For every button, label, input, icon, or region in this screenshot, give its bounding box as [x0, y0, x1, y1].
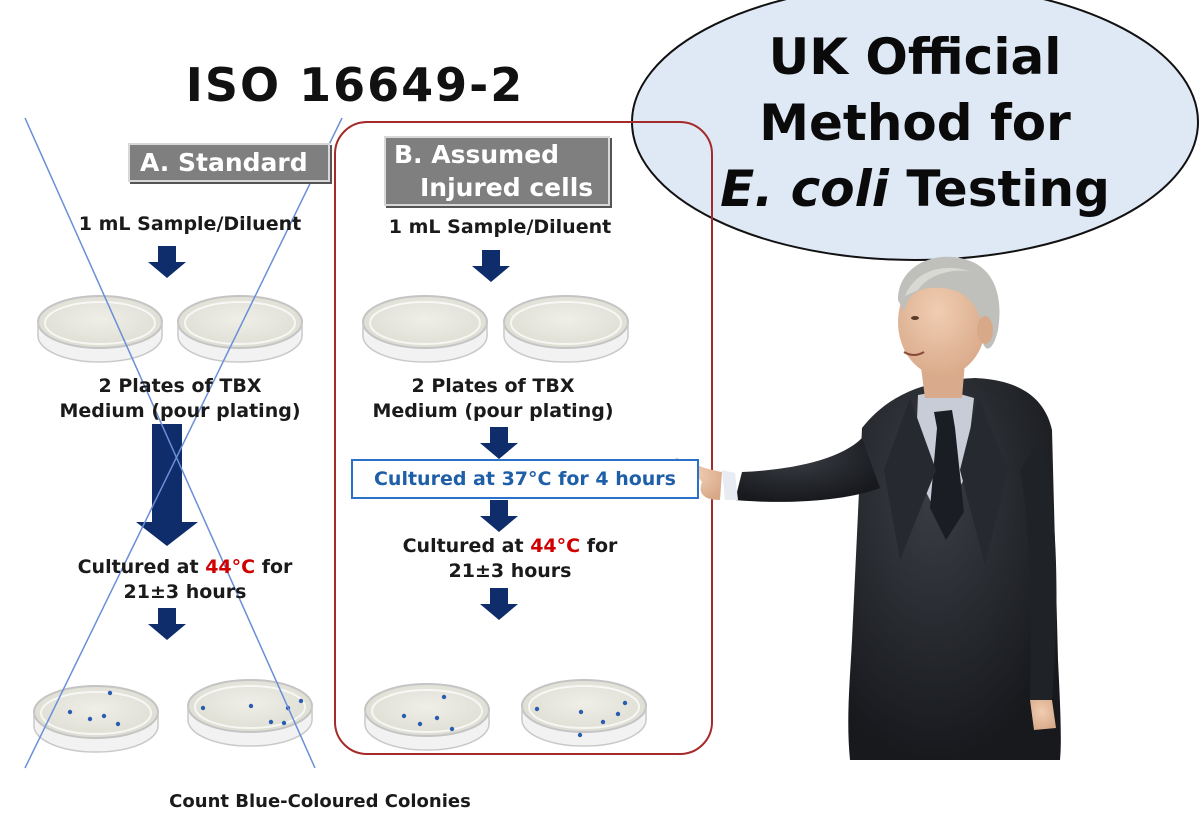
- panel-b-cultured-prefix: Cultured at: [402, 535, 531, 557]
- panel-a-result-plate-left: [33, 685, 159, 753]
- panel-b-result-plate-left: [364, 683, 490, 751]
- panel-a-cultured-line-1: Cultured at 44°C for: [40, 555, 330, 580]
- bubble-line-3: E. coli Testing: [660, 156, 1170, 222]
- panel-b-result-plate-right: [521, 679, 647, 747]
- bubble-line-2: Method for: [759, 94, 1071, 152]
- panel-b-plates: 2 Plates of TBX Medium (pour plating): [348, 374, 638, 424]
- presenter-figure: [674, 256, 1061, 760]
- panel-b-header-line-1: B. Assumed: [394, 140, 560, 169]
- cross-out-line-2: [24, 117, 343, 769]
- panel-a-plate-right: [177, 295, 303, 363]
- panel-a-plates-line-1: 2 Plates of TBX: [98, 375, 262, 397]
- panel-b-plates-line-2: Medium (pour plating): [372, 400, 614, 422]
- panel-b-plate-right: [503, 295, 629, 363]
- panel-b-arrow-1: [472, 250, 510, 282]
- bubble-line-3-rest: Testing: [888, 160, 1110, 218]
- panel-b-plate-left: [362, 295, 488, 363]
- panel-a-plate-left: [37, 295, 163, 363]
- panel-a-plates-line-2: Medium (pour plating): [59, 400, 301, 422]
- bubble-italic-organism: E. coli: [720, 160, 889, 218]
- panel-a-result-plate-right: [187, 679, 313, 747]
- panel-b-hours: 21±3 hours: [448, 560, 572, 582]
- panel-a-cultured-prefix: Cultured at: [77, 556, 206, 578]
- panel-b-sample: 1 mL Sample/Diluent: [388, 216, 612, 238]
- panel-b-arrow-3: [480, 500, 518, 532]
- panel-a-header: A. Standard: [128, 143, 330, 183]
- panel-a-cultured-suffix: for: [255, 556, 293, 578]
- bubble-line-1: UK Official: [768, 28, 1062, 86]
- cross-out-line-1: [24, 117, 316, 769]
- panel-b-border: [334, 121, 713, 755]
- panel-b-preincubation-box: Cultured at 37°C for 4 hours: [351, 459, 699, 499]
- bubble-text: UK Official Method for E. coli Testing: [660, 24, 1170, 222]
- panel-b-header: B. Assumed Injured cells: [384, 136, 610, 206]
- footer-caption: Count Blue-Coloured Colonies: [169, 791, 471, 812]
- panel-a-arrow-3: [148, 608, 186, 640]
- panel-a-hours: 21±3 hours: [123, 581, 247, 603]
- panel-b-arrow-2: [480, 427, 518, 459]
- panel-b-cultured-line-1: Cultured at 44°C for: [370, 534, 650, 559]
- panel-a-plates: 2 Plates of TBX Medium (pour plating): [40, 374, 320, 424]
- panel-b-plates-line-1: 2 Plates of TBX: [411, 375, 575, 397]
- panel-a-arrow-long: [136, 424, 198, 546]
- panel-a-sample: 1 mL Sample/Diluent: [78, 213, 302, 235]
- panel-b-header-line-2: Injured cells: [420, 173, 594, 202]
- panel-a-arrow-1: [148, 246, 186, 278]
- panel-a-cultured-temp: 44°C: [205, 556, 256, 578]
- panel-b-cultured-suffix: for: [580, 535, 618, 557]
- panel-b-cultured-temp: 44°C: [530, 535, 581, 557]
- page-title: ISO 16649-2: [185, 58, 525, 112]
- panel-a-cultured: Cultured at 44°C for 21±3 hours: [40, 555, 330, 605]
- panel-b-cultured: Cultured at 44°C for 21±3 hours: [370, 534, 650, 584]
- panel-b-arrow-4: [480, 588, 518, 620]
